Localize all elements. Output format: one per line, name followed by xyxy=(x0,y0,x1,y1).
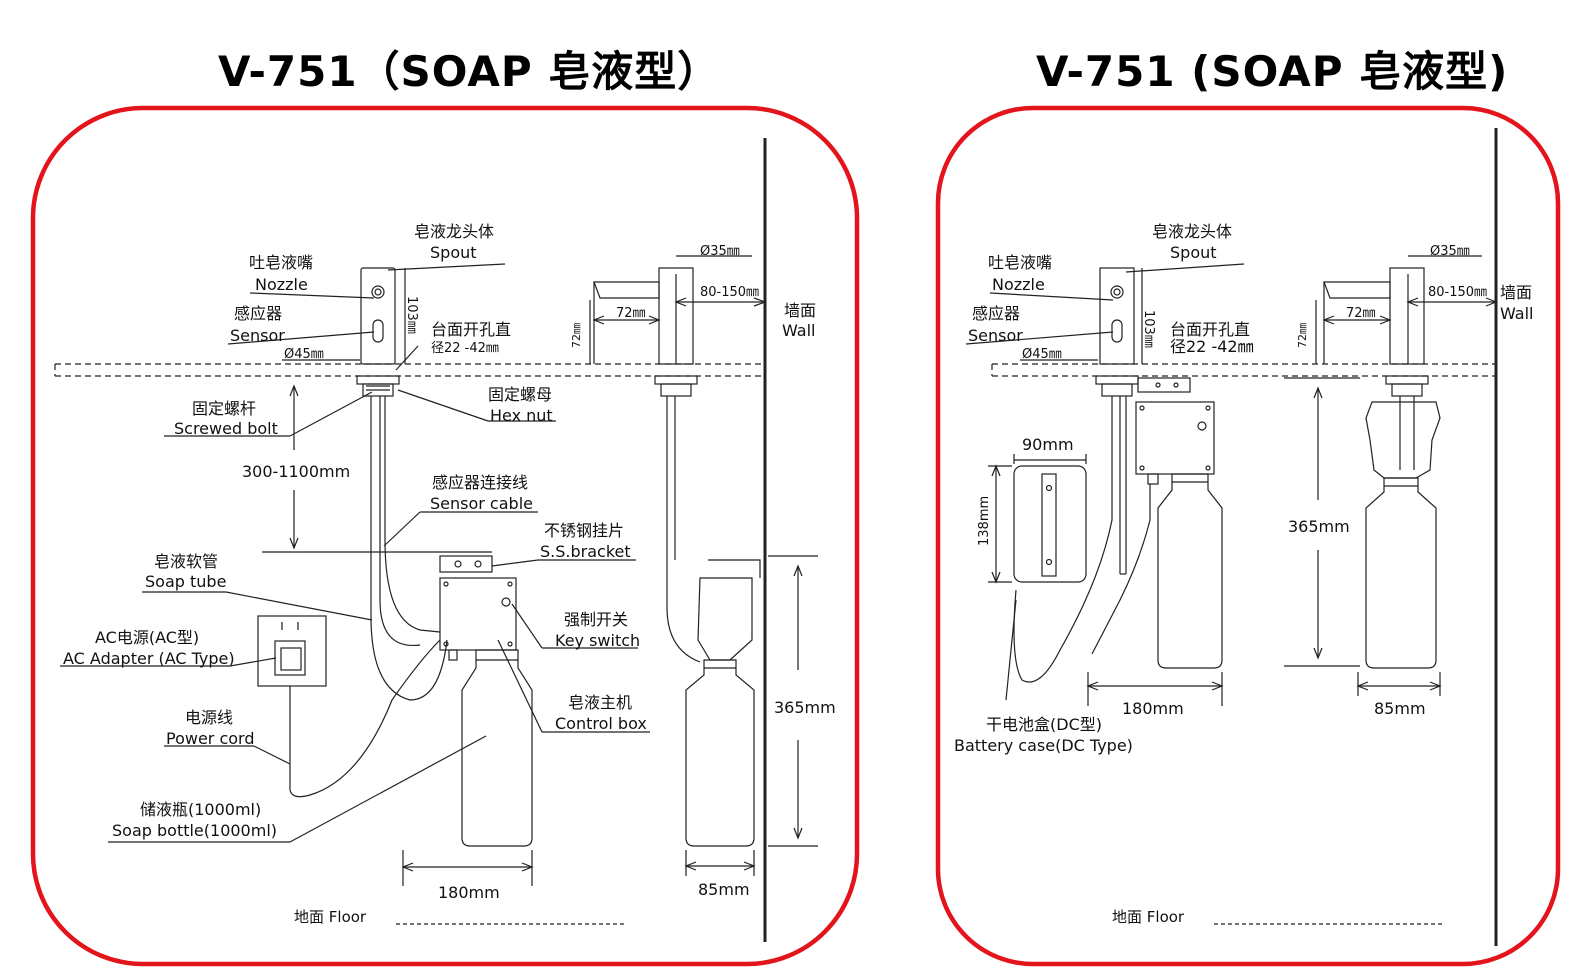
right-batt-cn: 干电池盒(DC型) xyxy=(986,715,1102,734)
left-wall-en: Wall xyxy=(782,321,816,340)
left-title: V-751（SOAP 皂液型） xyxy=(218,47,721,96)
right-h365-label: 365mm xyxy=(1288,517,1350,536)
right-w85-label: 85mm xyxy=(1374,699,1426,718)
left-side-bottle xyxy=(685,659,755,847)
left-sensor-cn: 感应器 xyxy=(234,304,282,323)
right-nozzle-en: Nozzle xyxy=(992,275,1045,294)
right-h72-label: 72㎜ xyxy=(1296,323,1309,348)
left-ss-bracket xyxy=(439,555,493,573)
left-box-cn: 皂液主机 xyxy=(568,693,632,712)
right-spout-en: Spout xyxy=(1170,243,1217,262)
left-cord-cn: 电源线 xyxy=(185,708,233,727)
left-cable-cn: 感应器连接线 xyxy=(432,473,528,492)
battery-case-icon xyxy=(1013,465,1087,583)
right-hole-cn: 台面开孔直 xyxy=(1170,320,1250,339)
left-box-en: Control box xyxy=(555,714,647,733)
left-sensor-en: Sensor xyxy=(230,326,285,345)
left-key-cn: 强制开关 xyxy=(564,610,628,629)
left-hole-cn: 台面开孔直 xyxy=(431,320,511,339)
left-spout-body xyxy=(360,267,396,365)
right-wall-en: Wall xyxy=(1500,304,1534,323)
right-hole-range: 径22 -42㎜ xyxy=(1170,337,1254,356)
right-spout-cn: 皂液龙头体 xyxy=(1152,222,1232,241)
left-ac-cn: AC电源(AC型) xyxy=(95,628,199,647)
right-wall-cn: 墙面 xyxy=(1500,283,1532,302)
left-bottle-cn: 储液瓶(1000ml) xyxy=(140,800,261,819)
right-h138-label: 138mm xyxy=(977,496,992,546)
left-ac-en: AC Adapter (AC Type) xyxy=(63,649,235,668)
left-frame xyxy=(30,105,860,967)
right-nozzle-cn: 吐皂液嘴 xyxy=(988,253,1052,272)
right-sensor-en: Sensor xyxy=(968,326,1023,345)
left-w85-label: 85mm xyxy=(698,880,750,899)
left-tube-en: Soap tube xyxy=(145,572,226,591)
right-side-bottle xyxy=(1365,477,1437,669)
left-hole-range: 径22 -42㎜ xyxy=(431,341,499,356)
right-dia45-label: Ø45㎜ xyxy=(1022,347,1062,362)
left-key-en: Key switch xyxy=(555,631,640,650)
left-bottle-en: Soap bottle(1000ml) xyxy=(112,821,277,840)
right-countertop xyxy=(991,363,1496,377)
left-cable-en: Sensor cable xyxy=(430,494,533,513)
left-nut-en: Hex nut xyxy=(490,406,553,425)
right-batt-en: Battery case(DC Type) xyxy=(954,736,1133,755)
left-range-label: 300-1100mm xyxy=(242,462,350,481)
right-side-box xyxy=(1365,401,1441,479)
right-dia35-label: Ø35㎜ xyxy=(1430,244,1470,259)
left-countertop xyxy=(54,363,765,377)
left-nozzle-cn: 吐皂液嘴 xyxy=(249,253,313,272)
right-w72-label: 72㎜ xyxy=(1346,306,1376,321)
right-w180-label: 180mm xyxy=(1122,699,1184,718)
left-reach-label: 80-150㎜ xyxy=(700,285,759,300)
left-w180-label: 180mm xyxy=(438,883,500,902)
left-h365-label: 365mm xyxy=(774,698,836,717)
left-bolt-en: Screwed bolt xyxy=(174,419,278,438)
right-w90-label: 90mm xyxy=(1022,435,1074,454)
left-tube-cn: 皂液软管 xyxy=(154,552,218,571)
right-frame xyxy=(935,105,1561,967)
right-sensor-cn: 感应器 xyxy=(972,304,1020,323)
left-h72-label: 72㎜ xyxy=(570,323,583,348)
left-dia35-label: Ø35㎜ xyxy=(700,244,740,259)
left-bolt-cn: 固定螺杆 xyxy=(192,399,256,418)
sensor-icon xyxy=(372,319,384,343)
right-soap-bottle xyxy=(1157,473,1223,669)
left-spout-cn: 皂液龙头体 xyxy=(414,222,494,241)
left-spout-en: Spout xyxy=(430,243,477,262)
ac-adapter-icon xyxy=(257,615,327,687)
left-bracket-en: S.S.bracket xyxy=(540,542,631,561)
right-spout-body xyxy=(1099,267,1135,365)
left-dia45-label: Ø45㎜ xyxy=(284,347,324,362)
left-nozzle-en: Nozzle xyxy=(255,275,308,294)
right-floor-label: 地面 Floor xyxy=(1112,908,1185,926)
key-switch-icon xyxy=(501,597,511,607)
left-nut-cn: 固定螺母 xyxy=(488,385,552,404)
left-soap-bottle xyxy=(461,649,533,847)
left-floor-label: 地面 Floor xyxy=(294,908,367,926)
right-h103-label: 103㎜ xyxy=(1141,310,1156,348)
right-control-box xyxy=(1135,401,1215,475)
left-h103-label: 103㎜ xyxy=(404,296,419,334)
nozzle-icon xyxy=(371,285,385,299)
left-cord-en: Power cord xyxy=(166,729,255,748)
right-reach-label: 80-150㎜ xyxy=(1428,285,1487,300)
left-side-box xyxy=(697,577,753,661)
right-title: V-751 (SOAP 皂液型) xyxy=(1036,47,1509,96)
left-w72-label: 72㎜ xyxy=(616,306,646,321)
left-wall-cn: 墙面 xyxy=(784,301,816,320)
left-bracket-cn: 不锈钢挂片 xyxy=(544,521,624,540)
left-control-box xyxy=(439,577,517,651)
